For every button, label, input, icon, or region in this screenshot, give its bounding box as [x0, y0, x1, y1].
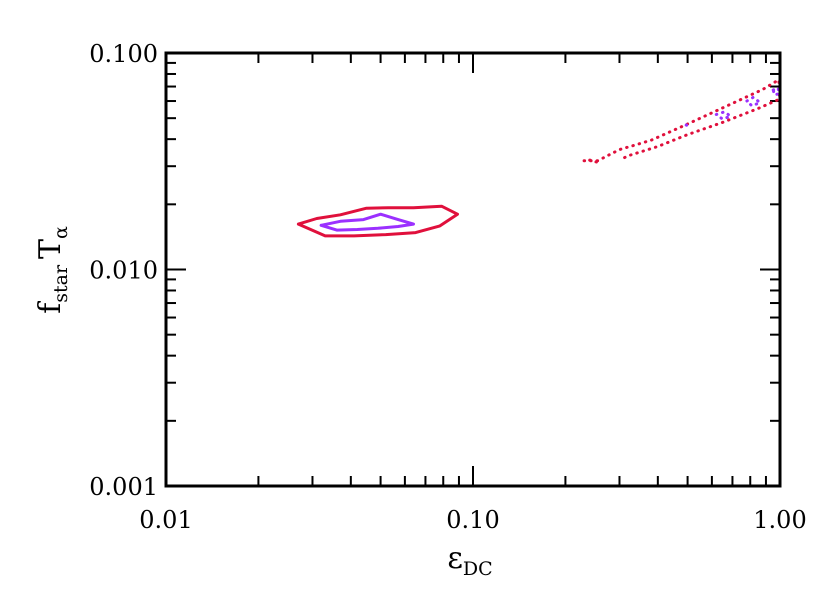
- dotted-contour: [588, 158, 602, 165]
- x-axis-label-main: ε: [447, 541, 463, 576]
- axis-ticks: [165, 52, 781, 487]
- dotted-contour: [714, 110, 732, 121]
- x-tick-label: 1.00: [753, 506, 806, 534]
- y-axis-label-f-sub: star: [50, 264, 72, 303]
- contour-lines: [296, 78, 782, 238]
- plot-frame: [164, 51, 782, 488]
- dotted-contour: [745, 95, 762, 108]
- x-axis-label: εDC: [447, 541, 492, 580]
- y-axis-label-t: T: [33, 239, 68, 259]
- x-axis-label-sub: DC: [463, 558, 493, 580]
- dotted-contour: [771, 86, 781, 97]
- y-tick-label: 0.010: [89, 257, 158, 285]
- tick-labels: 0.01 0.10 1.00 0.001 0.010 0.100: [89, 40, 806, 534]
- dotted-contour: [582, 78, 782, 163]
- solid-contour: [319, 212, 415, 232]
- y-axis-label-f: f: [33, 301, 68, 314]
- solid-contour: [296, 204, 459, 238]
- y-tick-label: 0.100: [89, 40, 158, 68]
- x-tick-label: 0.01: [139, 506, 192, 534]
- dotted-contour: [684, 123, 693, 130]
- y-axis-label-t-sub: α: [50, 226, 72, 239]
- y-axis-label: fstar Tα: [33, 226, 72, 314]
- y-tick-label: 0.001: [89, 473, 158, 501]
- x-tick-label: 0.10: [446, 506, 499, 534]
